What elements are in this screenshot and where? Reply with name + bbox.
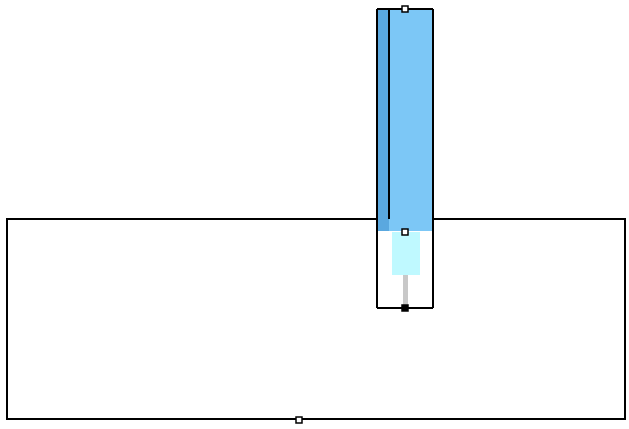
column-overlap-edge bbox=[377, 219, 389, 231]
inner-block[interactable] bbox=[392, 232, 420, 275]
housing-top-handle[interactable] bbox=[401, 228, 409, 236]
stem[interactable] bbox=[403, 275, 408, 305]
base-bottom-handle[interactable] bbox=[295, 416, 303, 424]
column-overlap bbox=[377, 219, 433, 231]
housing-bottom-handle[interactable] bbox=[401, 304, 409, 312]
column-top-handle[interactable] bbox=[401, 5, 409, 13]
column-edge-band bbox=[377, 9, 389, 220]
base-rectangle[interactable] bbox=[6, 218, 626, 420]
